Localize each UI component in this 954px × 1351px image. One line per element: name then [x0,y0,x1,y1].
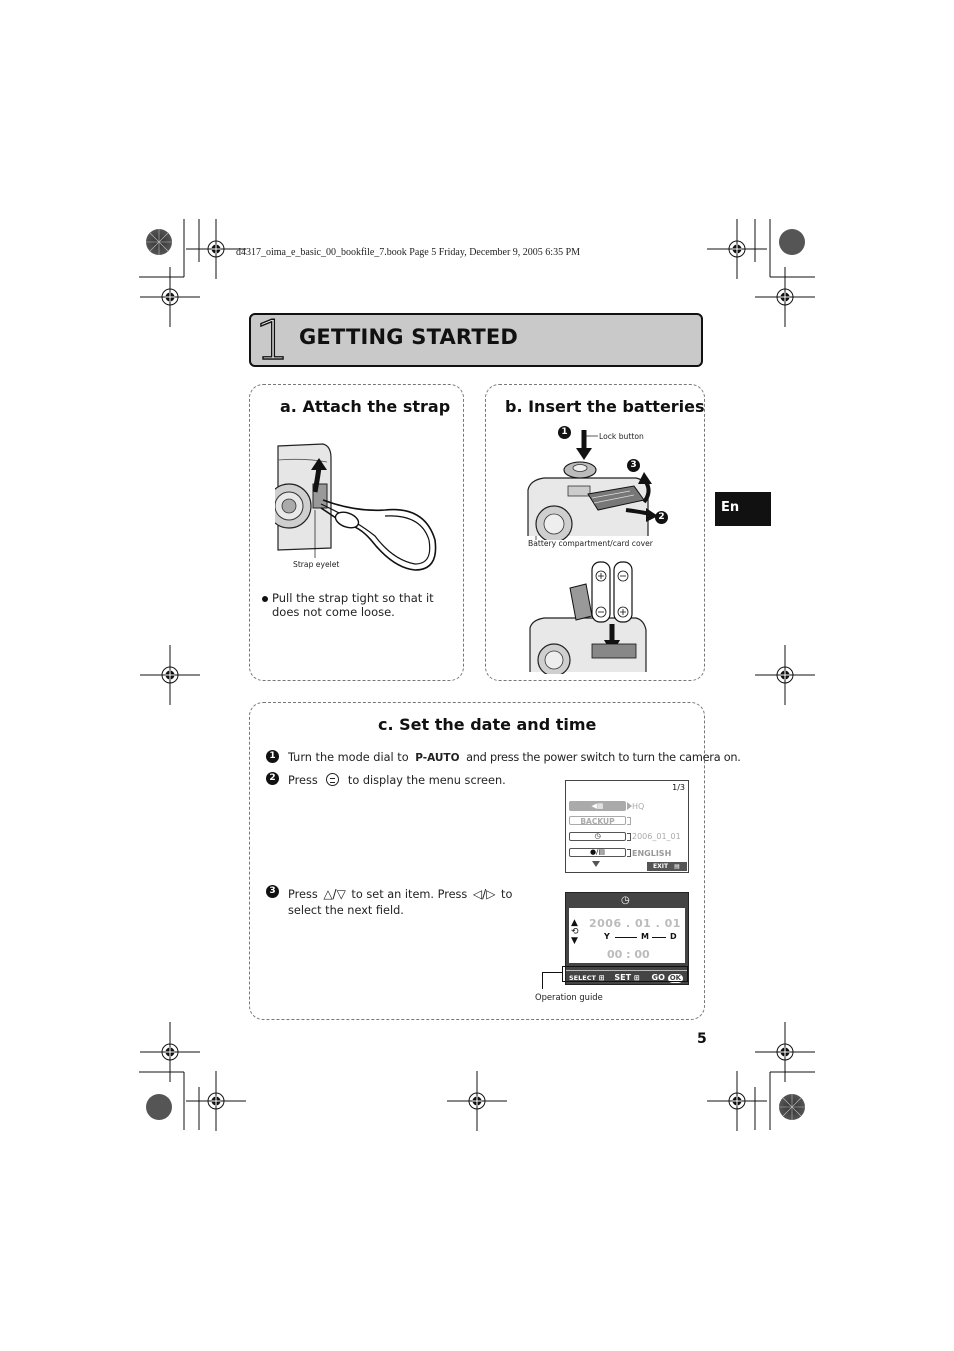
menu-value-date: 2006_01_01 [632,832,681,841]
step-3-post: to [501,888,513,901]
panel-date-time [249,702,705,1020]
page-number: 5 [697,1031,707,1047]
menu-value-language: ENGLISH [632,849,672,858]
battery-insert-illustration [529,561,647,674]
date-value: 2006 . 01 . 01 [589,917,681,930]
menu-chevron [627,833,631,841]
chapter-title: GETTING STARTED [299,325,519,349]
menu-chevron [627,817,631,825]
file-header: d4317_oima_e_basic_00_bookfile_7.book Pa… [236,247,581,258]
date-cursor-icon: ▲⟲▼ [571,918,579,946]
menu-chevron [627,802,632,810]
menu-chevron [627,849,631,857]
time-value: 00 : 00 [607,948,650,961]
menu-item-clock: ◷ [569,832,626,841]
step-3-marker: 3 [266,885,279,898]
strap-instruction: Pull the strap tight so that it does not… [272,591,434,619]
step-1-marker: 1 [266,750,279,763]
step-1-pre: Turn the mode dial to [288,751,409,764]
marker-2: 2 [655,511,668,524]
mode-p-auto: P-AUTO [415,752,460,764]
step-2-text: Press to display the menu screen. [288,773,506,787]
label-strap-eyelet: Strap eyelet [293,560,340,569]
marker-1: 1 [558,426,571,439]
menu-value-hq: HQ [632,802,645,811]
section-b-title: b. Insert the batteries [505,397,705,416]
step-2-marker: 2 [266,772,279,785]
label-lock-button: Lock button [599,432,644,441]
strap-illustration [275,443,437,571]
left-right-arrows-icon: ◁/▷ [472,887,496,901]
menu-exit-label: EXIT [653,863,669,870]
date-screen-body: ▲⟲▼ 2006 . 01 . 01 Y M D 00 : 00 [569,908,685,963]
step-3-mid: to set an item. Press [351,888,468,901]
step-3-text: Press △/▽ to set an item. Press ◁/▷ to s… [288,886,512,919]
menu-button-icon: ▤ [674,863,680,870]
step-3-pre: Press [288,888,318,901]
menu-screen: 1/3 ◀▦ HQ BACKUP ◷ 2006_01_01 ●/▤ ENGLIS… [565,780,689,873]
quality-icon: ◀▦ [591,802,604,810]
guide-select-icon: ⊞ [598,974,605,982]
menu-scroll-down-icon [592,861,600,867]
menu-item-backup: BACKUP [569,816,626,826]
menu-item-language: ●/▤ [569,848,626,857]
date-screen: ◷ ▲⟲▼ 2006 . 01 . 01 Y M D 00 : 00 SELEC… [565,892,689,985]
label-operation-guide: Operation guide [535,992,603,1002]
bullet-dot [262,596,268,602]
label-battery-cover: Battery compartment/card cover [528,539,653,548]
guide-ok: OK [667,974,684,983]
battery-cover-illustration [527,430,658,540]
menu-page-indicator: 1/3 [672,783,685,792]
panel-insert-batteries [485,384,705,681]
section-c-title: c. Set the date and time [378,715,597,734]
language-tab: En [715,492,771,526]
month-label: M [641,932,649,941]
guide-callout-box [562,966,688,982]
guide-set: SET [614,973,632,982]
section-a-title: a. Attach the strap [280,397,451,416]
up-down-arrows-icon: △/▽ [323,887,346,901]
chapter-number: 1 [254,309,290,372]
menu-exit-badge: EXIT ▤ [647,862,687,871]
guide-callout-line [542,972,543,989]
menu-item-quality-selected: ◀▦ [569,801,626,811]
step-1-text: Turn the mode dial to P-AUTO and press t… [288,751,741,764]
year-label: Y [604,932,610,941]
step-2-pre: Press [288,774,318,787]
clock-icon: ◷ [621,895,630,906]
menu-button-icon [326,773,340,786]
date-separator [652,937,666,938]
panel-attach-strap [249,384,464,681]
guide-callout-line [542,972,562,973]
step-1-post: and press the power switch to turn the c… [466,751,741,764]
chapter-banner [249,313,703,367]
guide-set-icon: ⊞ [633,974,640,982]
guide-select: SELECT [569,974,596,982]
guide-go: GO [651,973,665,982]
marker-3: 3 [627,459,640,472]
clock-icon: ◷ [594,832,601,840]
step-2-post: to display the menu screen. [347,774,506,787]
step-3-line2: select the next field. [288,904,404,917]
day-label: D [670,932,677,941]
operation-guide-bar: SELECT ⊞ SET ⊞ GO OK [566,970,688,985]
language-icon: ●/▤ [589,848,606,856]
date-separator [615,937,637,938]
